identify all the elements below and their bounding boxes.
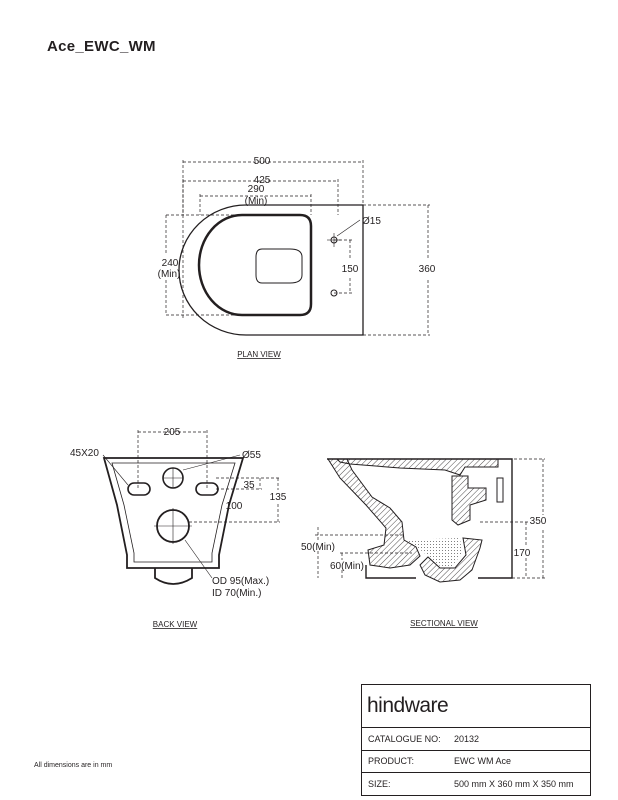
back-view — [102, 430, 280, 585]
back-foot — [154, 568, 193, 585]
section-back — [451, 475, 487, 526]
section-outer-frame — [327, 458, 513, 579]
plan-dim-15: Ø15 — [362, 216, 381, 227]
back-inner-outline — [111, 462, 236, 563]
plan-dim-290: 290 — [248, 184, 265, 195]
plan-dim-240-note: (Min) — [158, 269, 181, 280]
section-rim — [335, 458, 499, 476]
plan-dim-150: 150 — [342, 264, 359, 275]
units-footnote: All dimensions are in mm — [34, 762, 113, 769]
catalogue-value: 20132 — [454, 733, 480, 744]
title-block-row: CATALOGUE NO: 20132 — [362, 728, 590, 751]
brand-logo: hindware — [362, 685, 590, 728]
plan-dim-290-note: (Min) — [245, 196, 268, 207]
plan-inner-bowl — [197, 213, 313, 317]
size-label: SIZE: — [368, 778, 391, 789]
plan-dim-425: 425 — [254, 175, 271, 186]
back-dim-45x20: 45X20 — [70, 448, 99, 459]
catalogue-label: CATALOGUE NO: — [368, 733, 441, 744]
back-dim-205: 205 — [164, 427, 181, 438]
section-water — [405, 538, 462, 566]
plan-dim-360: 360 — [419, 264, 436, 275]
mounting-slot-right — [195, 482, 219, 496]
section-dim-170: 170 — [514, 548, 531, 559]
back-dim-od: OD 95(Max.) — [212, 576, 269, 587]
plan-dim-500: 500 — [254, 156, 271, 167]
back-dim-135: 135 — [270, 492, 287, 503]
section-ceramic — [327, 458, 421, 569]
size-value: 500 mm X 360 mm X 350 mm — [454, 778, 574, 789]
product-value: EWC WM Ace — [454, 756, 512, 767]
back-dim-id: ID 70(Min.) — [212, 588, 261, 599]
section-trap — [419, 537, 483, 583]
section-dim-50: 50(Min) — [301, 542, 335, 553]
title-block: hindware CATALOGUE NO: 20132 PRODUCT: EW… — [361, 684, 591, 796]
section-dim-60: 60(Min) — [330, 561, 364, 572]
title-block-row: SIZE: 500 mm X 360 mm X 350 mm — [362, 773, 590, 796]
back-view-caption: BACK VIEW — [153, 620, 198, 629]
plan-view — [165, 160, 430, 336]
sectional-view — [315, 458, 545, 583]
plan-flush-opening — [255, 248, 303, 284]
plan-view-caption: PLAN VIEW — [237, 350, 281, 359]
back-dim-100: 100 — [226, 501, 243, 512]
product-label: PRODUCT: — [368, 756, 415, 767]
section-view-caption: SECTIONAL VIEW — [410, 619, 478, 628]
mounting-slot-left — [127, 482, 151, 496]
back-dimension-labels: 45X20 205 Ø55 35 135 100 OD 95(Max.) ID … — [70, 427, 287, 629]
section-outlet-pipe — [496, 477, 504, 503]
plan-outer-outline — [178, 204, 364, 336]
back-outline — [102, 457, 245, 569]
plan-dim-240: 240 — [162, 258, 179, 269]
drawing-title: Ace_EWC_WM — [47, 38, 156, 55]
section-dimension-labels: 350 50(Min) 170 60(Min) SECTIONAL VIEW — [301, 516, 547, 628]
title-block-row: PRODUCT: EWC WM Ace — [362, 751, 590, 773]
section-dim-350: 350 — [530, 516, 547, 527]
plan-dimension-labels: 500 425 290 (Min) 240 (Min) Ø15 150 360 … — [158, 156, 436, 359]
back-dim-55: Ø55 — [242, 450, 261, 461]
back-dim-35: 35 — [243, 480, 255, 491]
